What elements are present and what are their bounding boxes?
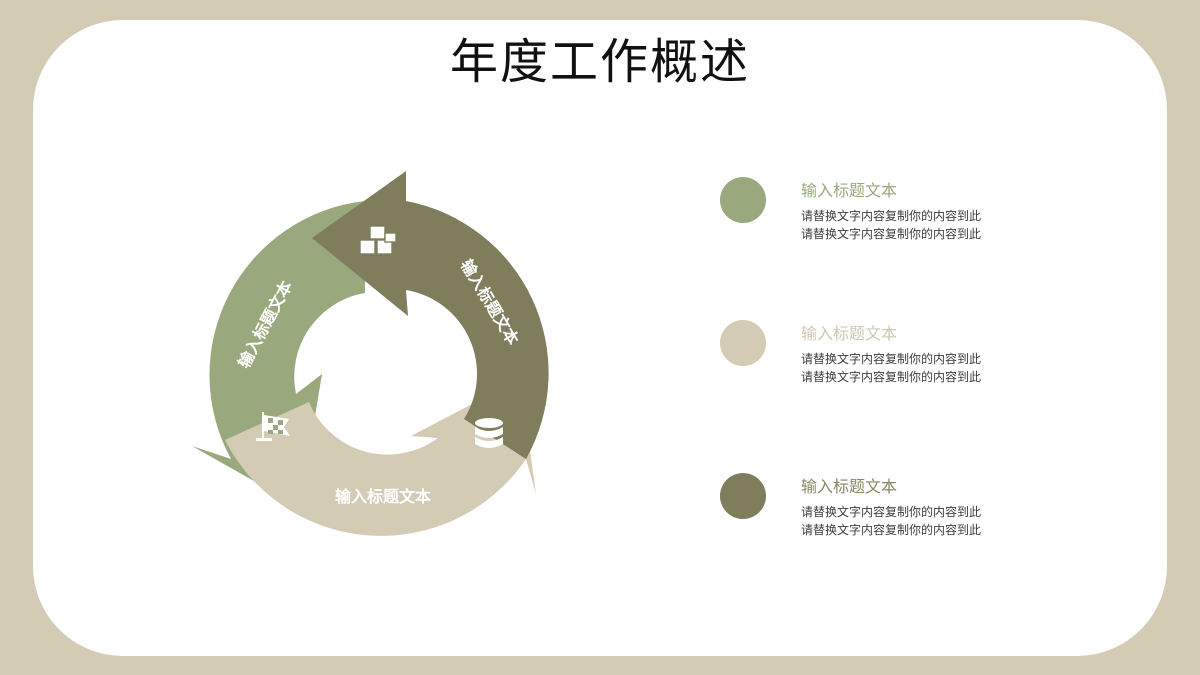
legend-description: 请替换文字内容复制你的内容到此 请替换文字内容复制你的内容到此 <box>801 350 981 386</box>
cycle-label-beige: 输入标题文本 <box>335 487 431 506</box>
page-title: 年度工作概述 <box>449 34 750 90</box>
legend-line: 请替换文字内容复制你的内容到此 <box>801 352 982 366</box>
legend-line: 请替换文字内容复制你的内容到此 <box>801 227 982 241</box>
legend-line: 请替换文字内容复制你的内容到此 <box>801 370 982 384</box>
legend-item: 输入标题文本 请替换文字内容复制你的内容到此 请替换文字内容复制你的内容到此 <box>720 473 1140 553</box>
cycle-segment-beige <box>225 379 536 536</box>
cycle-segment-olive <box>312 171 549 459</box>
legend-title: 输入标题文本 <box>801 181 898 200</box>
flag-icon <box>256 412 290 441</box>
legend-title: 输入标题文本 <box>801 477 898 496</box>
cubes-icon <box>359 225 397 255</box>
legend-line: 请替换文字内容复制你的内容到此 <box>801 505 982 519</box>
legend-dot <box>720 320 766 366</box>
legend-description: 请替换文字内容复制你的内容到此 请替换文字内容复制你的内容到此 <box>801 207 981 243</box>
legend-dot <box>720 473 766 519</box>
database-icon <box>475 418 503 448</box>
legend-item: 输入标题文本 请替换文字内容复制你的内容到此 请替换文字内容复制你的内容到此 <box>720 177 1140 257</box>
legend-dot <box>720 177 766 223</box>
legend-line: 请替换文字内容复制你的内容到此 <box>801 209 982 223</box>
cycle-segment-green <box>192 201 365 507</box>
legend-line: 请替换文字内容复制你的内容到此 <box>801 523 982 537</box>
legend-item: 输入标题文本 请替换文字内容复制你的内容到此 请替换文字内容复制你的内容到此 <box>720 320 1140 400</box>
legend-title: 输入标题文本 <box>801 324 898 343</box>
legend-description: 请替换文字内容复制你的内容到此 请替换文字内容复制你的内容到此 <box>801 503 981 539</box>
